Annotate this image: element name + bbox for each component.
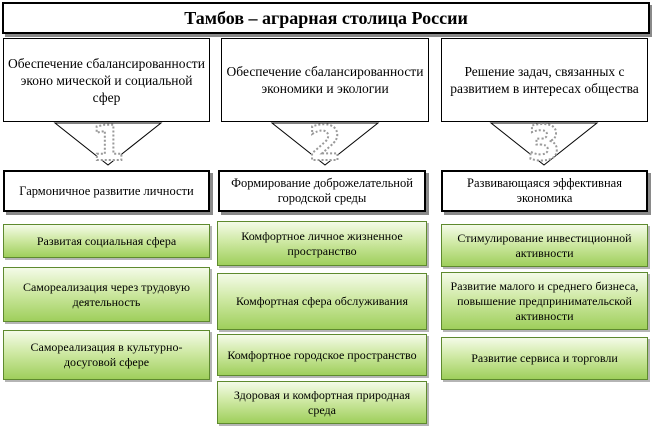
goal-box-2: Обеспечение сбалансированности экономики… bbox=[221, 38, 429, 122]
item-1-1: Развитая социальная сфера bbox=[3, 224, 210, 258]
item-3-3: Развитие сервиса и торговли bbox=[441, 337, 648, 380]
item-3-2: Развитие малого и среднего бизнеса, повы… bbox=[441, 272, 648, 330]
diagram-title: Тамбов – аграрная столица России bbox=[2, 2, 650, 34]
direction-box-3: Развивающаяся эффективная экономика bbox=[441, 170, 648, 212]
arrow-number-2: 2 bbox=[308, 116, 341, 172]
item-2-1: Комфортное личное жизненное пространство bbox=[217, 221, 427, 266]
arrow-number-3: 3 bbox=[527, 116, 560, 172]
item-2-3: Комфортное городское пространство bbox=[217, 334, 427, 376]
goal-box-3: Решение задач, связанных с развитием в и… bbox=[441, 38, 648, 122]
item-1-2: Самореализация через трудовую деятельнос… bbox=[3, 267, 210, 322]
item-2-4: Здоровая и комфортная природная среда bbox=[217, 381, 427, 424]
item-1-3: Самореализация в культурно-досуговой сфе… bbox=[3, 330, 210, 380]
arrow-number-1: 1 bbox=[91, 116, 124, 172]
direction-box-2: Формирование доброжелательной городской … bbox=[218, 170, 426, 212]
arrow-1: 1 bbox=[53, 115, 163, 173]
arrow-3: 3 bbox=[489, 115, 599, 173]
arrow-2: 2 bbox=[270, 115, 380, 173]
goal-box-1: Обеспечение сбалансированности эконо мич… bbox=[3, 38, 210, 122]
direction-box-1: Гармоничное развитие личности bbox=[3, 170, 210, 212]
item-2-2: Комфортная сфера обслуживания bbox=[217, 273, 427, 330]
item-3-1: Стимулирование инвестиционной активности bbox=[441, 224, 648, 267]
